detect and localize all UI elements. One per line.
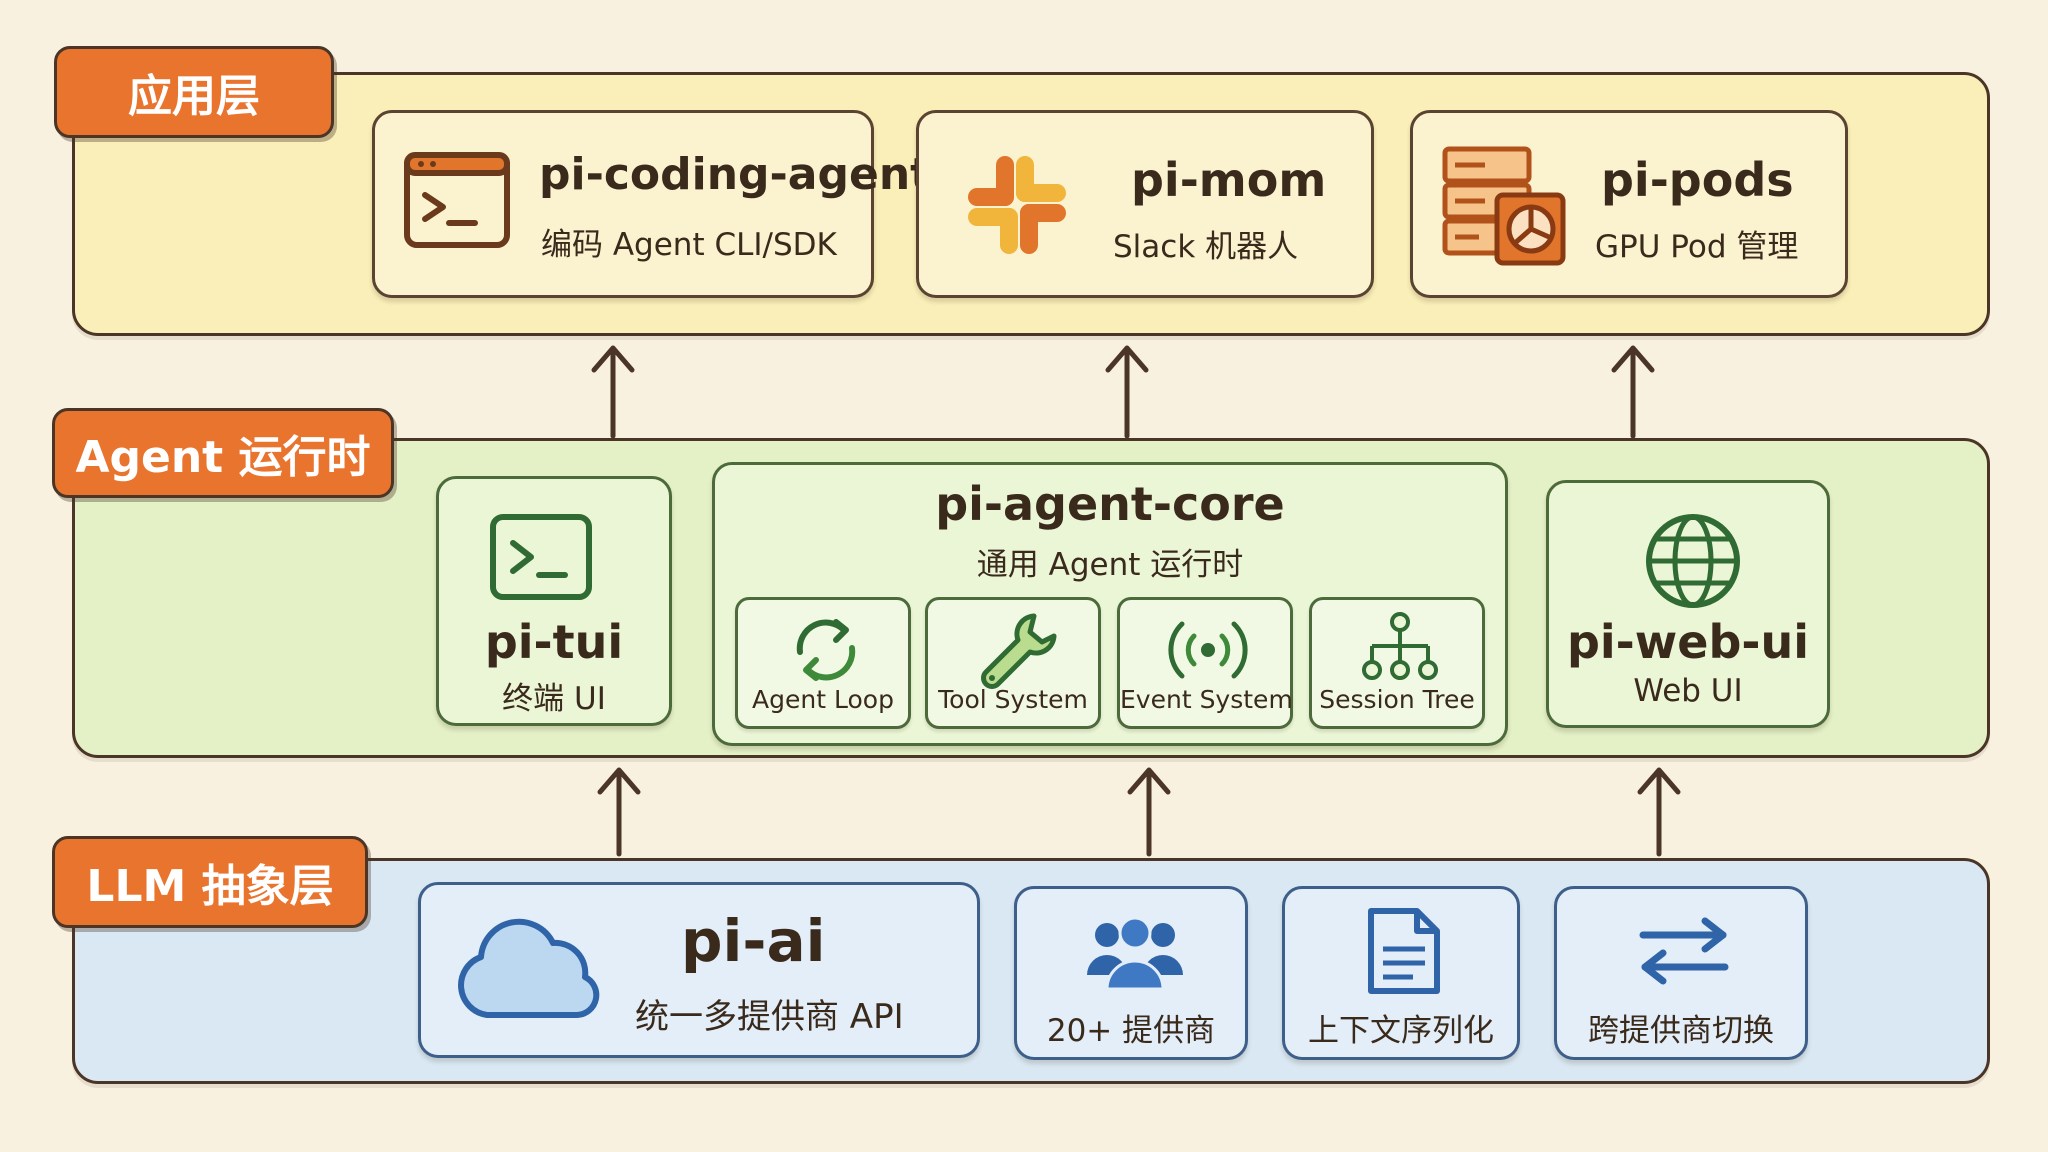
- card-subtitle: Web UI: [1633, 673, 1743, 709]
- card-pi-mom: pi-mom Slack 机器人: [916, 110, 1374, 298]
- card-title: pi-coding-agent: [539, 149, 932, 200]
- module-label: Tool System: [938, 685, 1088, 714]
- swap-arrows-icon: [1639, 917, 1729, 985]
- module-session-tree: Session Tree: [1309, 597, 1485, 729]
- wrench-icon: [981, 613, 1057, 689]
- card-pi-web-ui: pi-web-ui Web UI: [1546, 480, 1830, 728]
- layer-tag-agent-runtime: Agent 运行时: [52, 408, 394, 498]
- card-subtitle: 终端 UI: [502, 681, 606, 717]
- arrow-up-icon: [1127, 767, 1171, 857]
- module-label: Event System: [1120, 685, 1293, 714]
- document-icon: [1368, 908, 1440, 994]
- card-pi-ai: pi-ai 统一多提供商 API: [418, 882, 980, 1058]
- arrow-up-icon: [597, 767, 641, 857]
- module-event-system: Event System: [1117, 597, 1293, 729]
- card-subtitle: GPU Pod 管理: [1595, 229, 1799, 265]
- arrow-up-icon: [1611, 345, 1655, 439]
- card-title: pi-web-ui: [1566, 615, 1810, 669]
- card-subtitle: 统一多提供商 API: [635, 997, 904, 1037]
- card-title: pi-agent-core: [935, 477, 1285, 531]
- feature-context-serialization: 上下文序列化: [1282, 886, 1520, 1060]
- card-subtitle: 通用 Agent 运行时: [976, 547, 1244, 583]
- layer-tag-llm-abstraction: LLM 抽象层: [52, 836, 368, 928]
- arrow-up-icon: [591, 345, 635, 439]
- feature-label: 跨提供商切换: [1588, 1013, 1774, 1049]
- feature-label: 20+ 提供商: [1046, 1013, 1216, 1049]
- loop-arrows-icon: [796, 619, 856, 681]
- broadcast-icon: [1168, 621, 1248, 679]
- feature-cross-provider-switch: 跨提供商切换: [1554, 886, 1808, 1060]
- module-label: Session Tree: [1319, 685, 1475, 714]
- arrow-up-icon: [1105, 345, 1149, 439]
- cloud-icon: [458, 918, 600, 1018]
- module-agent-loop: Agent Loop: [735, 597, 911, 729]
- card-pi-pods: pi-pods GPU Pod 管理: [1410, 110, 1848, 298]
- card-subtitle: 编码 Agent CLI/SDK: [541, 227, 837, 263]
- globe-icon: [1646, 514, 1740, 608]
- feature-label: 上下文序列化: [1308, 1013, 1494, 1049]
- card-title: pi-ai: [681, 907, 826, 975]
- card-subtitle: Slack 机器人: [1113, 229, 1299, 265]
- arrow-up-icon: [1637, 767, 1681, 857]
- layer-tag-application: 应用层: [54, 46, 334, 138]
- slack-icon: [968, 156, 1066, 254]
- terminal-icon: [490, 514, 592, 600]
- terminal-window-icon: [404, 152, 510, 248]
- card-title: pi-pods: [1601, 153, 1794, 207]
- card-title: pi-mom: [1131, 153, 1327, 207]
- feature-providers: 20+ 提供商: [1014, 886, 1248, 1060]
- module-tool-system: Tool System: [925, 597, 1101, 729]
- module-label: Agent Loop: [752, 685, 894, 714]
- users-icon: [1087, 916, 1183, 991]
- card-pi-agent-core: pi-agent-core 通用 Agent 运行时 Agent Loop To…: [712, 462, 1508, 746]
- gpu-server-icon: [1442, 146, 1566, 266]
- card-title: pi-tui: [484, 615, 624, 669]
- tree-icon: [1362, 612, 1438, 680]
- card-pi-tui: pi-tui 终端 UI: [436, 476, 672, 726]
- card-pi-coding-agent: pi-coding-agent 编码 Agent CLI/SDK: [372, 110, 931, 298]
